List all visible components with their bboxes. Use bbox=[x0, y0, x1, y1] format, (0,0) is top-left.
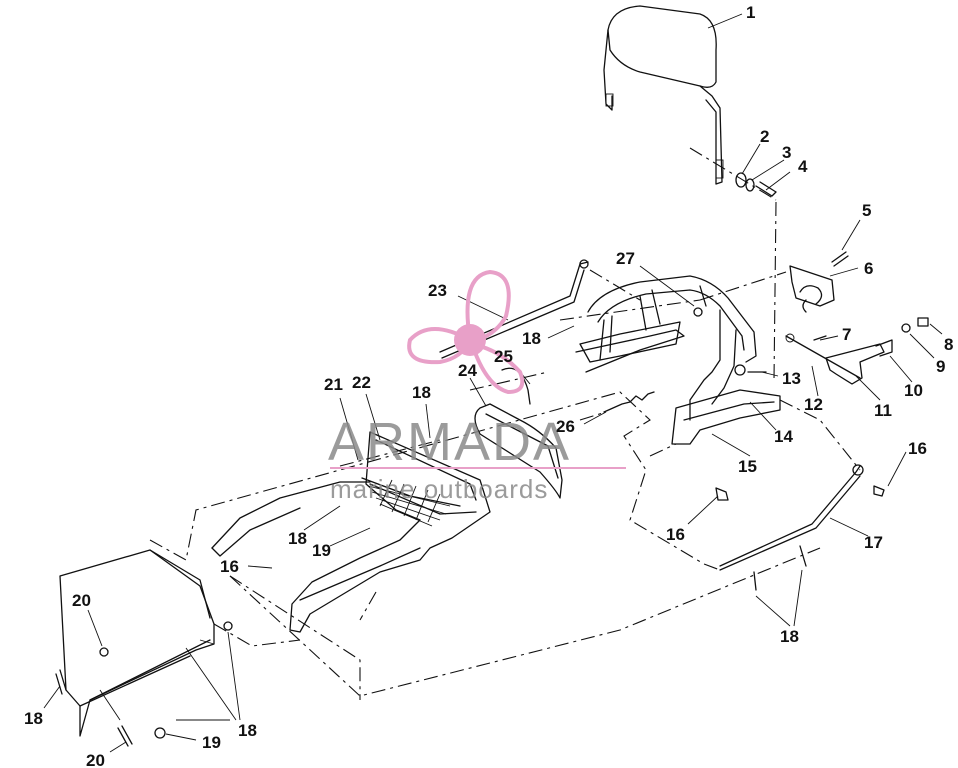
part-label: 19 bbox=[312, 541, 331, 560]
part-label: 18 bbox=[412, 383, 431, 402]
part-callouts: 1 2 3 4 5 6 7 8 9 10 11 12 13 14 15 16 1… bbox=[24, 3, 953, 768]
part-label: 3 bbox=[782, 143, 791, 162]
watermark-title: ARMADA bbox=[328, 412, 571, 472]
part-label: 14 bbox=[774, 427, 793, 446]
part-label: 10 bbox=[904, 381, 923, 400]
part-label: 7 bbox=[842, 325, 851, 344]
part-label: 26 bbox=[556, 417, 575, 436]
track-grid bbox=[367, 479, 451, 527]
side-rail bbox=[715, 464, 885, 591]
spring-part bbox=[579, 391, 655, 421]
part-label: 15 bbox=[738, 457, 757, 476]
armada-watermark: ARMADA marine outboards bbox=[328, 269, 626, 504]
part-label: 12 bbox=[804, 395, 823, 414]
part-label: 21 bbox=[324, 375, 343, 394]
part-label: 25 bbox=[494, 347, 513, 366]
part-label: 2 bbox=[760, 127, 769, 146]
rod-part bbox=[439, 259, 641, 359]
latch-assembly bbox=[785, 317, 929, 385]
mount-bracket bbox=[699, 251, 849, 313]
grab-bar-frame bbox=[559, 275, 781, 445]
part-label: 18 bbox=[238, 721, 257, 740]
part-label: 6 bbox=[864, 259, 873, 278]
part-label: 8 bbox=[944, 335, 953, 354]
part-label: 1 bbox=[746, 3, 755, 22]
part-label: 18 bbox=[522, 329, 541, 348]
part-label: 23 bbox=[428, 281, 447, 300]
leader-lines bbox=[43, 13, 943, 753]
propeller-logo bbox=[407, 269, 525, 395]
part-label: 27 bbox=[616, 249, 635, 268]
backrest-fasteners bbox=[689, 147, 777, 201]
watermark-subtitle: marine outboards bbox=[330, 474, 548, 504]
part-label: 16 bbox=[666, 525, 685, 544]
part-label: 5 bbox=[862, 201, 871, 220]
part-label: 18 bbox=[780, 627, 799, 646]
part-label: 4 bbox=[798, 157, 808, 176]
part-label: 17 bbox=[864, 533, 883, 552]
assembly-outline bbox=[149, 391, 861, 700]
part-label: 20 bbox=[72, 591, 91, 610]
part-label: 19 bbox=[202, 733, 221, 752]
part-label: 9 bbox=[936, 357, 945, 376]
backrest-part bbox=[603, 5, 724, 185]
chassis-tunnel bbox=[211, 431, 491, 633]
part-label: 16 bbox=[220, 557, 239, 576]
part-label: 13 bbox=[782, 369, 801, 388]
part-label: 20 bbox=[86, 751, 105, 768]
part-label: 22 bbox=[352, 373, 371, 392]
part-label: 24 bbox=[458, 361, 477, 380]
front-box bbox=[55, 549, 233, 747]
part-label: 18 bbox=[288, 529, 307, 548]
part-label: 16 bbox=[908, 439, 927, 458]
part-label: 11 bbox=[874, 401, 892, 420]
part-label: 18 bbox=[24, 709, 43, 728]
